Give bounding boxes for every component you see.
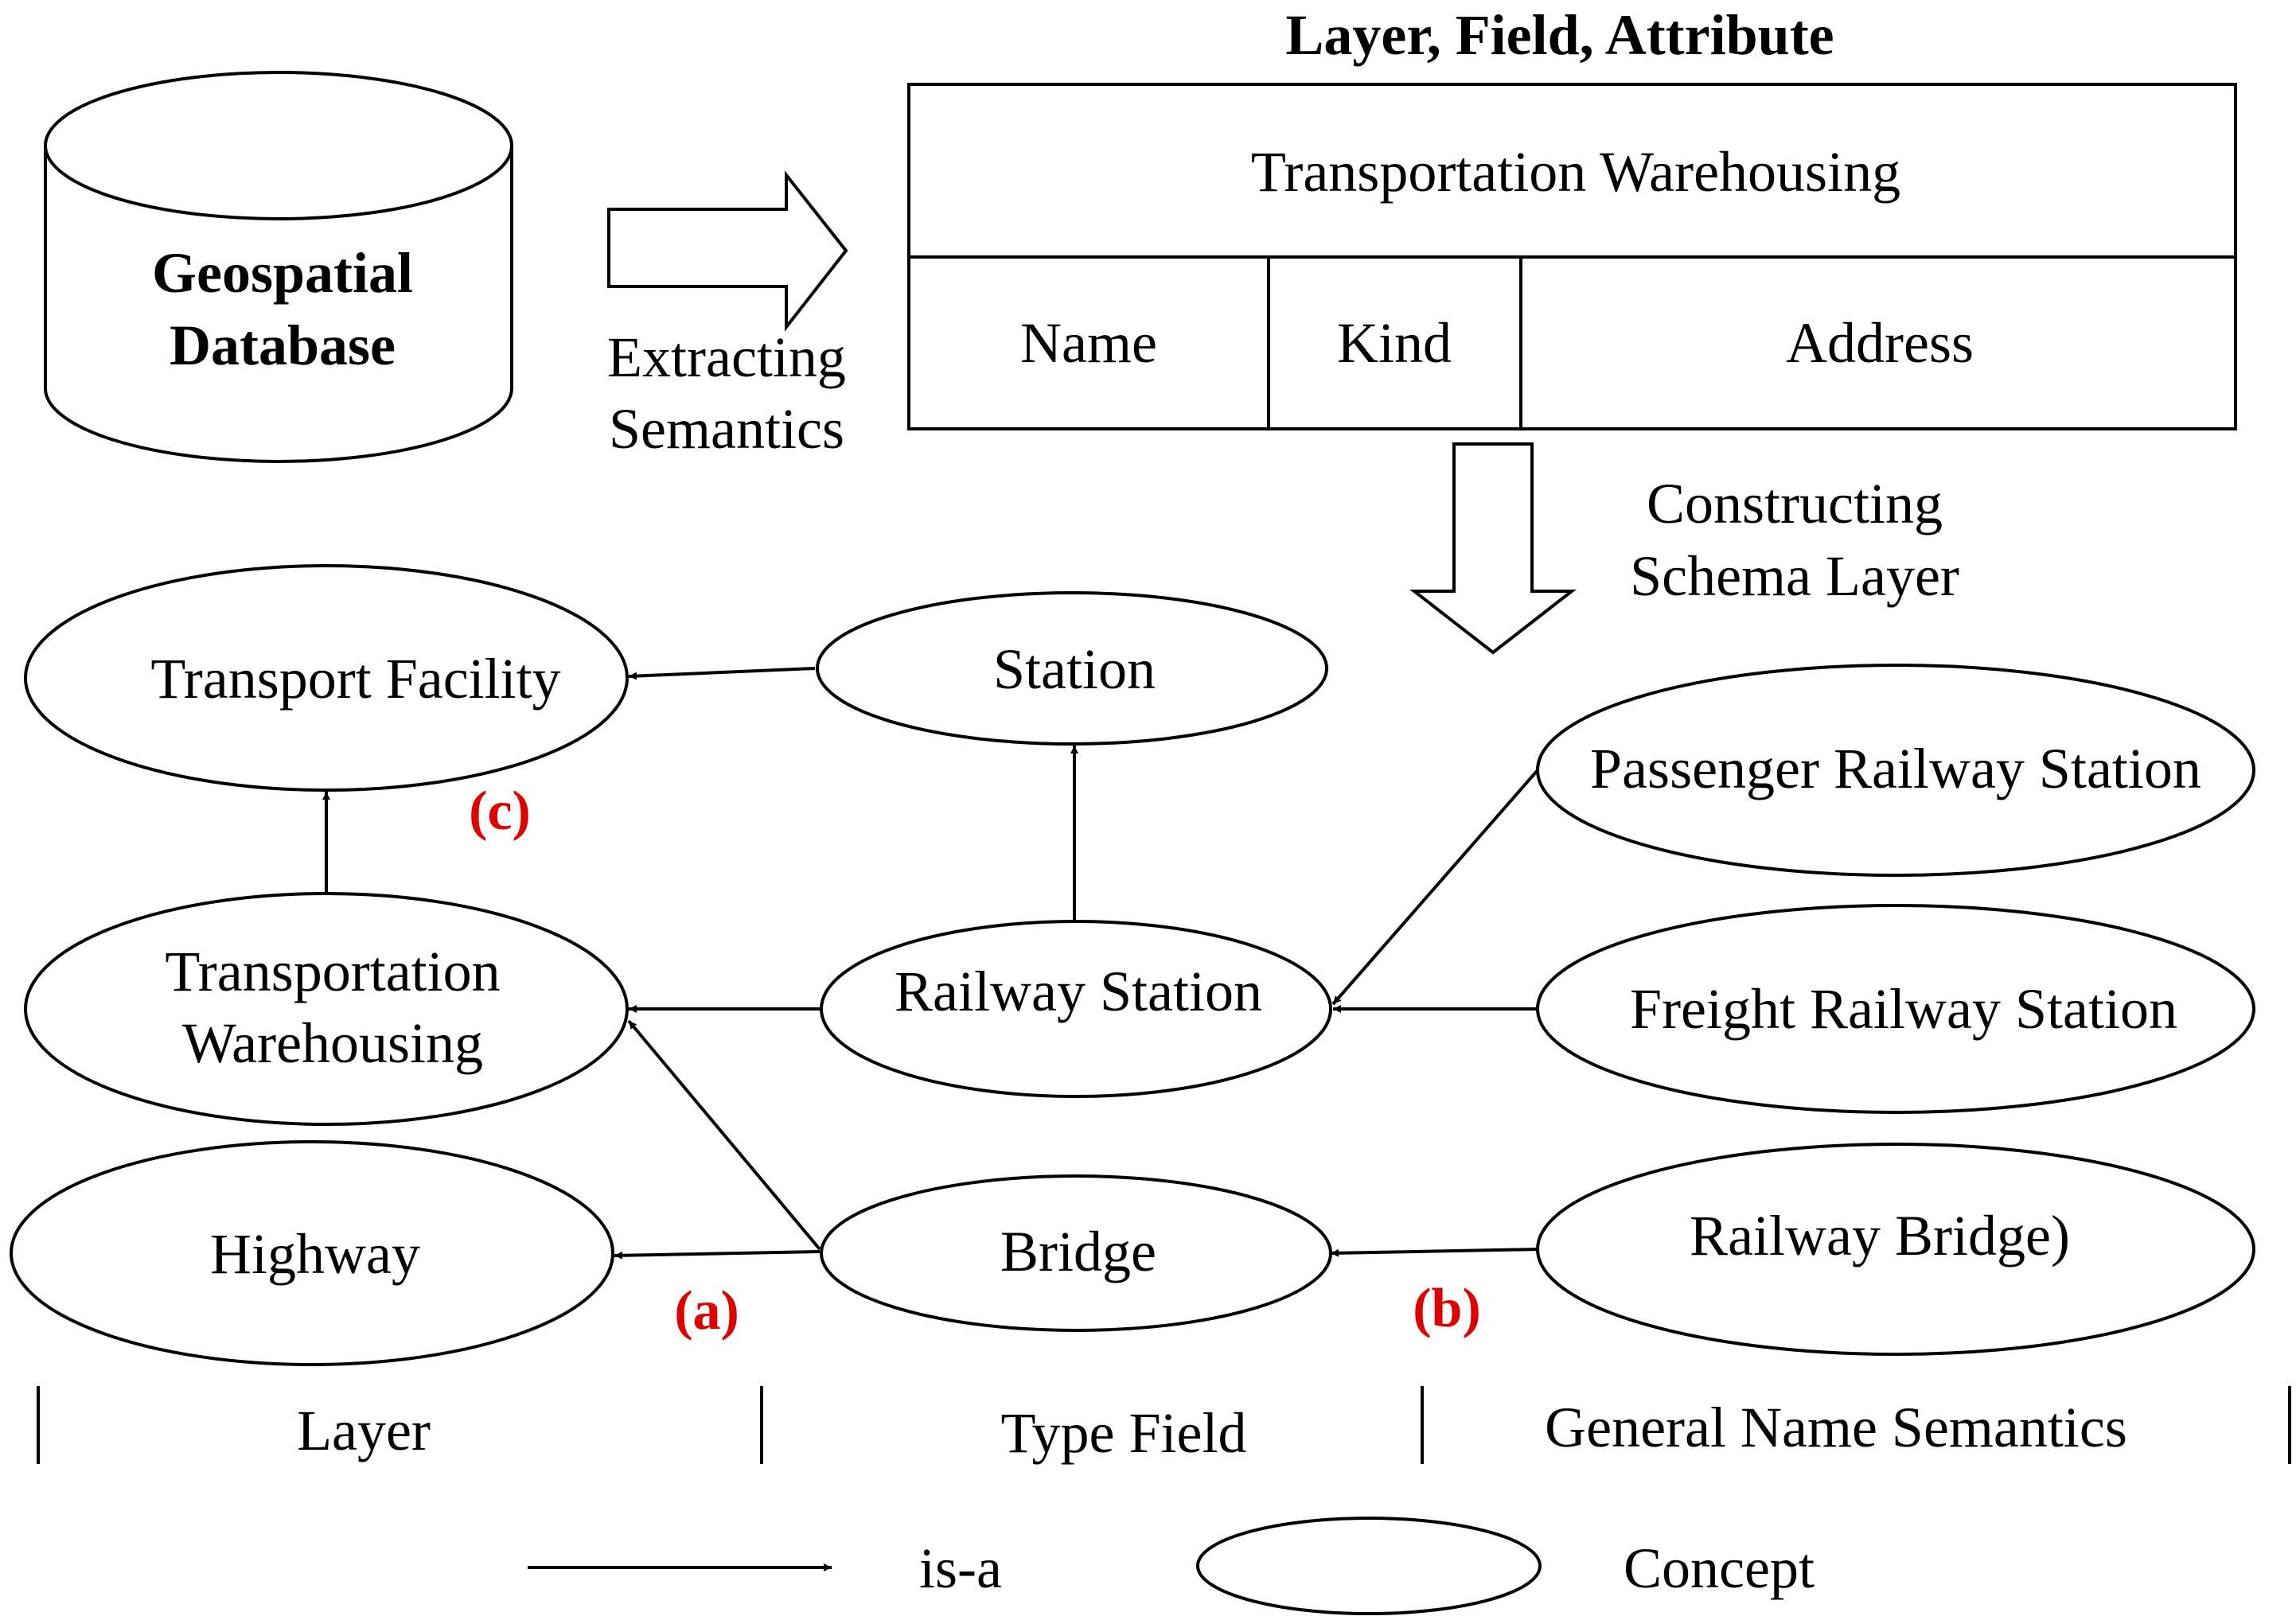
database-cylinder: Geospatial Database bbox=[44, 71, 513, 463]
extract-label-line1: Extracting bbox=[607, 325, 846, 389]
concept-passenger-railway-station: Passenger Railway Station bbox=[1536, 664, 2255, 877]
marker-c: (c) bbox=[469, 781, 531, 842]
concept-highway-label: Highway bbox=[210, 1222, 420, 1286]
column-label-layer: Layer bbox=[297, 1399, 431, 1462]
table-row1-text: Transportation Warehousing bbox=[1251, 140, 1900, 204]
edge-railway-bridge-to-bridge bbox=[1330, 1248, 1541, 1257]
concept-railway-bridge: Railway Bridge) bbox=[1536, 1143, 2255, 1356]
isa-edges bbox=[322, 667, 1541, 1260]
legend-concept-ellipse bbox=[1196, 1517, 1542, 1615]
table-heading: Layer, Field, Attribute bbox=[1285, 3, 1834, 67]
extract-arrow: Extracting Semantics bbox=[607, 170, 848, 461]
edge-station-to-transport-facility bbox=[628, 667, 816, 680]
database-label-line2: Database bbox=[170, 313, 396, 377]
concept-transportation-warehousing: Transportation Warehousing bbox=[24, 892, 629, 1126]
column-label-type-field: Type Field bbox=[1001, 1401, 1247, 1465]
concept-freight-railway-station: Freight Railway Station bbox=[1536, 904, 2255, 1114]
construct-arrow: Constructing Schema Layer bbox=[1409, 442, 1959, 655]
edge-bridge-to-warehousing bbox=[627, 1019, 821, 1251]
concept-railway-station: Railway Station bbox=[820, 920, 1332, 1098]
legend: is-a Concept bbox=[528, 1517, 1815, 1615]
legend-isa-label: is-a bbox=[919, 1536, 1002, 1600]
table-cell-kind: Kind bbox=[1337, 311, 1452, 375]
marker-a: (a) bbox=[674, 1280, 739, 1342]
concept-bridge-label: Bridge bbox=[1000, 1220, 1156, 1283]
concept-passenger-railway-station-label: Passenger Railway Station bbox=[1590, 737, 2201, 800]
construct-label-line2: Schema Layer bbox=[1630, 544, 1959, 608]
extract-label-line2: Semantics bbox=[609, 397, 844, 461]
marker-b: (b) bbox=[1413, 1278, 1481, 1339]
concept-station-label: Station bbox=[993, 637, 1156, 701]
concept-freight-railway-station-label: Freight Railway Station bbox=[1630, 977, 2177, 1041]
edge-bridge-to-highway bbox=[614, 1250, 821, 1260]
concept-transport-facility-label: Transport Facility bbox=[150, 647, 560, 711]
concept-bridge: Bridge bbox=[820, 1174, 1332, 1332]
legend-concept-label: Concept bbox=[1624, 1536, 1815, 1600]
database-label-line1: Geospatial bbox=[152, 241, 413, 305]
edge-passenger-to-railway-station bbox=[1331, 769, 1539, 1006]
concept-transport-facility: Transport Facility bbox=[24, 564, 629, 792]
table-cell-name: Name bbox=[1020, 311, 1157, 375]
construct-label-line1: Constructing bbox=[1647, 472, 1943, 535]
concept-transportation-warehousing-label-line1: Transportation bbox=[165, 940, 500, 1003]
concept-railway-bridge-label: Railway Bridge) bbox=[1690, 1204, 2070, 1268]
schema-table: Layer, Field, Attribute Transportation W… bbox=[907, 3, 2237, 430]
concept-railway-station-label: Railway Station bbox=[895, 960, 1262, 1023]
column-label-general-name-semantics: General Name Semantics bbox=[1545, 1396, 2127, 1459]
table-cell-address: Address bbox=[1786, 311, 1974, 375]
concept-highway: Highway bbox=[10, 1140, 614, 1366]
concept-station: Station bbox=[816, 591, 1328, 746]
concept-transportation-warehousing-label-line2: Warehousing bbox=[182, 1011, 483, 1075]
column-dividers: Layer Type Field General Name Semantics bbox=[37, 1386, 2291, 1465]
